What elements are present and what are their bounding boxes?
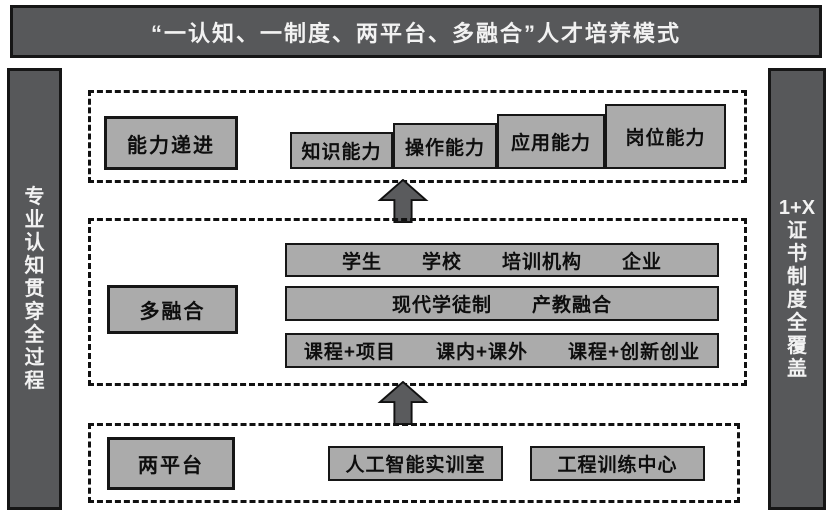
ability-label-text: 能力递进 (127, 134, 215, 157)
ability-staircase: 知识能力 操作能力 应用能力 岗位能力 (290, 104, 726, 169)
platform-level-group (88, 423, 740, 503)
application-ability-box: 应用能力 (497, 114, 605, 169)
knowledge-ability-box: 知识能力 (290, 132, 393, 169)
fusion-level-group (88, 218, 747, 386)
fusion-row-participants: 学生 学校 培训机构 企业 (285, 243, 719, 277)
page-title: “一认知、一制度、两平台、多融合”人才培养模式 (10, 5, 822, 58)
platform-label-box: 两平台 (107, 437, 235, 490)
ai-training-room-box: 人工智能实训室 (328, 446, 503, 481)
platform-label-text: 两平台 (138, 455, 204, 477)
operation-ability-box: 操作能力 (393, 123, 497, 169)
ability-level-group (88, 90, 747, 183)
fusion-row-courses: 课程+项目 课内+课外 课程+创新创业 (285, 333, 719, 368)
up-arrow-icon (377, 381, 429, 425)
up-arrow-icon (377, 179, 429, 223)
fusion-label-text: 多融合 (139, 301, 206, 323)
fusion-row-modes: 现代学徒制 产教融合 (285, 286, 719, 321)
left-vertical-banner: 专业认知贯穿全过程 (7, 68, 62, 510)
ability-label-box: 能力递进 (104, 116, 238, 170)
left-vertical-banner-label: 专业认知贯穿全过程 (24, 185, 45, 392)
page-title-text: “一认知、一制度、两平台、多融合”人才培养模式 (150, 20, 681, 46)
post-ability-box: 岗位能力 (605, 104, 726, 169)
fusion-label-box: 多融合 (107, 285, 238, 334)
engineering-training-center-box: 工程训练中心 (530, 446, 705, 481)
